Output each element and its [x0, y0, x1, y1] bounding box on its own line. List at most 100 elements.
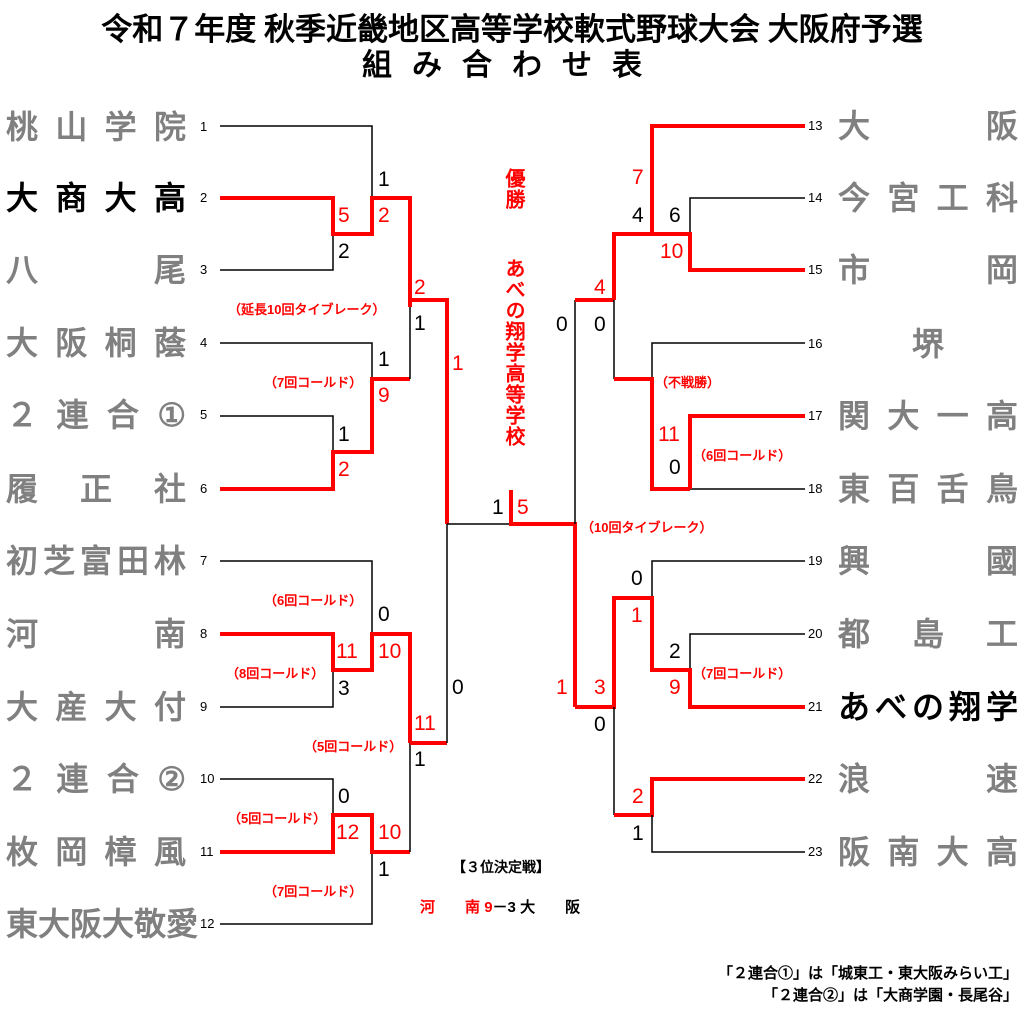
score-qf-top-left-loser: 1	[414, 312, 426, 335]
third-place-dash: －	[492, 899, 508, 916]
team-name-char: 國	[985, 543, 1018, 579]
team-name-char: 工	[985, 616, 1018, 652]
bracket-line	[220, 125, 373, 198]
team-name-char: 大	[6, 180, 39, 216]
team-name-char: 阪	[70, 906, 103, 942]
winner-line	[688, 414, 805, 489]
score-final-left: 1	[492, 496, 504, 519]
team-name-char: 社	[153, 471, 186, 507]
score-2-vs-3-loser: 2	[338, 240, 350, 263]
team-name-char: の	[911, 689, 944, 725]
team-name: 大産大付	[6, 687, 186, 727]
third-place-title: 【３位決定戦】	[452, 859, 550, 875]
team-name-char: 産	[55, 689, 88, 725]
team-name-char: 大	[104, 689, 137, 725]
bracket-line	[651, 560, 805, 598]
team-name: 大阪桐蔭	[6, 323, 186, 363]
footnote-1: 「２連合①」は「城東工・東大阪みらい工」	[717, 965, 1018, 982]
team-name-char: 高	[985, 398, 1018, 434]
score-10-vs-11-winner: 12	[336, 821, 360, 844]
team-name-char: ①	[157, 397, 186, 433]
bracket-line	[651, 342, 805, 379]
team-name-char: 大	[6, 689, 39, 725]
bracket-line	[220, 852, 373, 925]
score-12-loser: 1	[378, 858, 390, 881]
score-17-vs-18-winner: 11	[658, 423, 680, 446]
score-sf-right-winner: 1	[556, 676, 568, 699]
score-4-winner: 9	[378, 384, 390, 407]
team-name-char: 関	[838, 398, 871, 434]
team-name-char: 工	[936, 180, 969, 216]
seed-number: 11	[200, 844, 214, 859]
score-8-vs-9-winner: 11	[336, 640, 358, 663]
winner-line	[509, 490, 577, 707]
note-called-5-qf: （5回コールド）	[304, 739, 403, 754]
team-name-char: べ	[874, 689, 907, 725]
team-name: 八尾	[6, 250, 186, 290]
team-name-char: 蔭	[153, 325, 186, 361]
score-17-vs-18-loser: 0	[669, 456, 681, 479]
score-19-loser: 0	[631, 567, 643, 590]
team-name: 大商大高	[6, 178, 186, 218]
seed-number: 13	[808, 118, 823, 133]
winner-line	[614, 377, 690, 491]
team-name-char: 阪	[838, 834, 871, 870]
third-place-loser: 大 阪	[520, 899, 581, 916]
score-5-vs-6-loser: 1	[338, 423, 350, 446]
team-name-char: 尾	[153, 252, 186, 288]
note-called-6: （6回コールド）	[264, 593, 363, 608]
seed-number: 23	[808, 844, 823, 859]
team-name-char: 舌	[936, 471, 969, 507]
score-14-vs-15-loser: 6	[669, 204, 681, 227]
team-name: 堺	[838, 324, 1018, 364]
team-name-char: 合	[106, 761, 139, 797]
team-name: 河南	[6, 614, 186, 654]
seed-number: 19	[808, 553, 823, 568]
score-5-vs-6-winner: 2	[338, 458, 350, 481]
score-8-vs-9-loser: 3	[338, 677, 350, 700]
footnote-2: 「２連合②」は「大商学園・長尾谷」	[762, 987, 1018, 1004]
team-name: 関大一高	[838, 396, 1018, 436]
score-13-winner: 7	[632, 166, 644, 189]
team-name-char: 鳥	[985, 471, 1018, 507]
seed-number: 3	[200, 262, 208, 277]
score-20-vs-21-winner: 9	[669, 676, 681, 699]
note-called-7-c: （7回コールド）	[693, 666, 792, 681]
team-name-char: 敬	[134, 906, 167, 942]
team-name-char: 東	[838, 471, 871, 507]
team-name-char: 初	[6, 543, 39, 579]
score-22-vs-23-loser: 1	[632, 822, 644, 845]
team-name-char: 百	[887, 471, 920, 507]
score-1-winner: 2	[378, 204, 390, 227]
team-name-char: 高	[153, 180, 186, 216]
team-name-char: 岡	[55, 834, 88, 870]
team-name-char: あ	[838, 689, 871, 725]
team-name: 市岡	[838, 250, 1018, 290]
team-name-char: 今	[838, 180, 871, 216]
champion-school: あべの翔学高等学校	[502, 258, 524, 447]
winner-line	[652, 232, 805, 272]
bracket-line	[220, 670, 334, 708]
seed-number: 16	[808, 336, 823, 351]
seed-number: 10	[200, 771, 215, 786]
seed-number: 15	[808, 262, 823, 277]
team-name-char: 合	[106, 397, 139, 433]
third-place-winner: 河 南	[420, 899, 481, 916]
team-name-char: 堺	[911, 326, 944, 362]
team-name-char: 速	[985, 761, 1018, 797]
score-qf-bot-left-winner: 11	[414, 712, 436, 735]
team-name-char: 商	[55, 180, 88, 216]
team-name-char: 大	[102, 906, 135, 942]
team-name-char: 学	[985, 689, 1018, 725]
team-name-char: ２	[6, 397, 39, 433]
team-name: 浪速	[838, 759, 1018, 799]
score-qf-top-left-winner: 2	[414, 276, 426, 299]
note-forfeit: （不戦勝）	[655, 375, 721, 390]
bracket-line	[220, 560, 373, 634]
team-name-char: 市	[838, 252, 871, 288]
team-name-char: 八	[6, 252, 39, 288]
team-name: 初芝富田林	[6, 541, 186, 581]
team-name-char: 桐	[104, 325, 137, 361]
note-called-7-b: （7回コールド）	[264, 884, 363, 899]
